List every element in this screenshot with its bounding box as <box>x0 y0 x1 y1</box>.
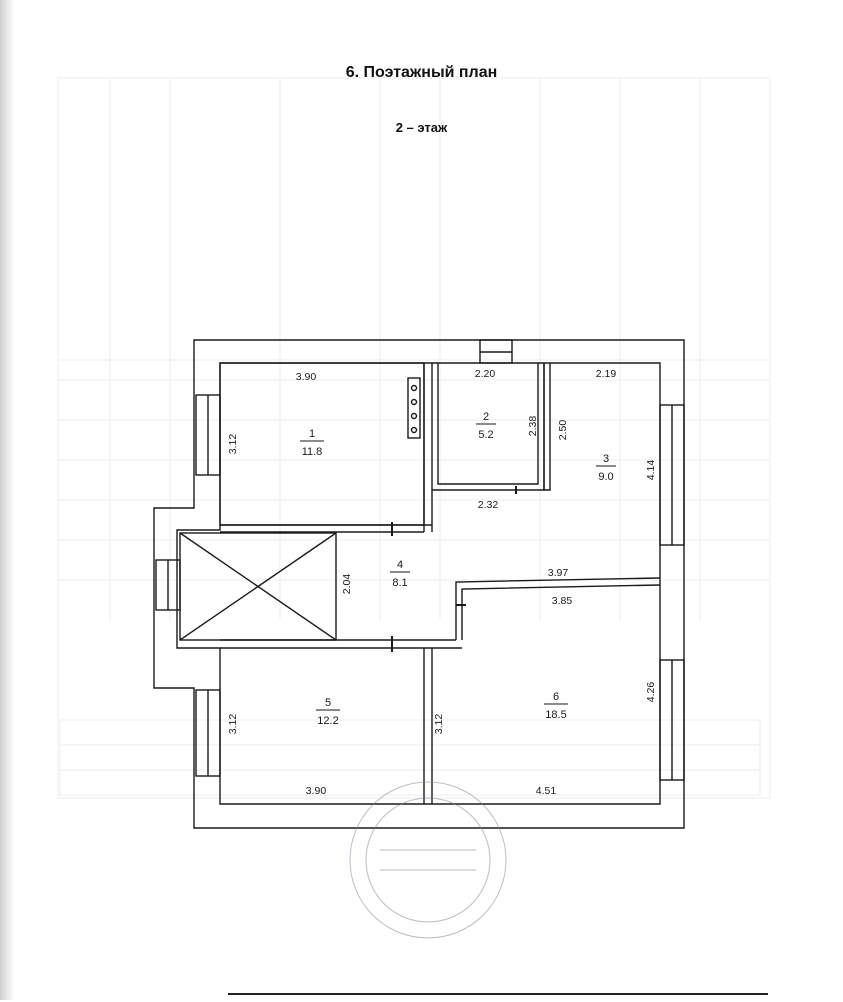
room-6-top-wall <box>455 577 661 640</box>
floor-label: 2 – этаж <box>395 120 448 135</box>
dim-r2-height: 2.38 <box>527 416 539 437</box>
dim-r2-width-bottom: 2.32 <box>478 499 499 511</box>
dim-r3-height: 4.14 <box>645 460 657 481</box>
dim-r5-width: 3.90 <box>306 785 327 797</box>
room-1-area: 11.8 <box>302 446 323 458</box>
dim-r5-height: 3.12 <box>227 714 239 735</box>
dim-r1-width: 3.90 <box>296 371 317 383</box>
room-2-number: 2 <box>483 411 489 423</box>
room-5-area: 12.2 <box>317 715 338 727</box>
approval-stamp <box>349 781 507 939</box>
scan-edge-shadow <box>0 0 14 1000</box>
dim-r4-height: 2.04 <box>341 574 353 595</box>
dim-r6-top: 3.97 <box>548 567 569 579</box>
room-1-number: 1 <box>309 428 315 440</box>
room-6-number: 6 <box>553 691 559 703</box>
dim-r3-inner: 2.50 <box>557 420 569 441</box>
room-2-area: 5.2 <box>478 429 493 441</box>
dim-r6-bottom: 4.51 <box>536 785 557 797</box>
stove <box>407 377 421 439</box>
section-title: 6. Поэтажный план <box>345 64 498 81</box>
dim-r6-left-height: 3.12 <box>433 714 445 735</box>
room-4-number: 4 <box>397 559 403 571</box>
outer-wall <box>153 339 685 829</box>
room-1-walls <box>219 362 425 526</box>
dim-r6-height: 4.26 <box>645 682 657 703</box>
dim-r3-width: 2.19 <box>596 368 617 380</box>
room-5-number: 5 <box>325 697 331 709</box>
next-page-edge <box>228 993 768 1002</box>
dim-r2-width-top: 2.20 <box>475 368 496 380</box>
room-3-area: 9.0 <box>598 471 613 483</box>
room-4-area: 8.1 <box>392 577 407 589</box>
room-6-area: 18.5 <box>545 709 566 721</box>
inner-wall <box>176 362 661 805</box>
room-3-number: 3 <box>603 453 609 465</box>
dim-r1-height: 3.12 <box>227 434 239 455</box>
room-3-partition <box>543 363 551 491</box>
dim-r6-width: 3.85 <box>552 595 573 607</box>
